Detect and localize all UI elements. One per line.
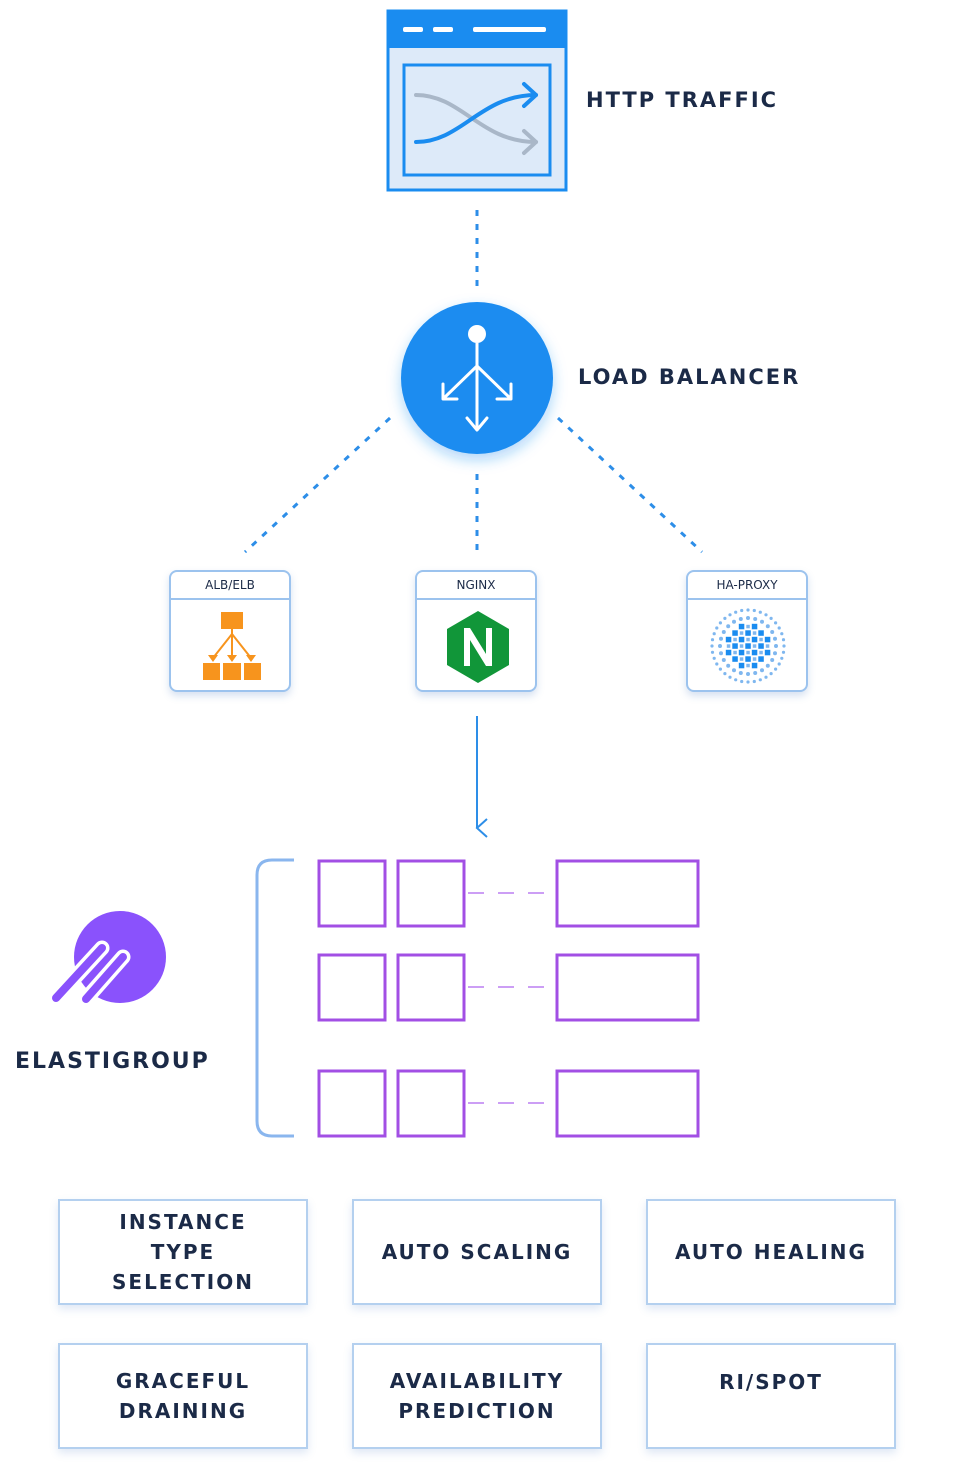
feature-auto-healing: AUTO HEALING bbox=[646, 1199, 896, 1305]
load-balancer-icon bbox=[401, 302, 553, 454]
feature-label: GRACEFUL DRAINING bbox=[115, 1369, 251, 1423]
http-traffic-window-icon bbox=[386, 9, 568, 192]
balancer-card-title: NGINX bbox=[417, 572, 535, 600]
elastigroup-label: ELASTIGROUP bbox=[15, 1049, 210, 1074]
feature-label: AUTO HEALING bbox=[675, 1240, 867, 1264]
nginx-logo-icon bbox=[447, 611, 509, 683]
balancer-card-alb-elb: ALB/ELB bbox=[169, 570, 291, 692]
http-traffic-label: HTTP TRAFFIC bbox=[586, 88, 779, 112]
feature-graceful-draining: GRACEFUL DRAINING bbox=[58, 1343, 308, 1449]
instance-grid bbox=[317, 859, 700, 1138]
feature-availability-prediction: AVAILABILITY PREDICTION bbox=[352, 1343, 602, 1449]
feature-label: AVAILABILITY PREDICTION bbox=[389, 1369, 565, 1423]
elastigroup-logo-icon bbox=[48, 911, 166, 1007]
feature-ri-spot: RI/SPOT bbox=[646, 1343, 896, 1449]
aws-elb-icon bbox=[203, 612, 261, 680]
feature-auto-scaling: AUTO SCALING bbox=[352, 1199, 602, 1305]
elastigroup-bracket bbox=[255, 858, 294, 1138]
balancer-card-title: ALB/ELB bbox=[171, 572, 289, 600]
feature-label: AUTO SCALING bbox=[381, 1240, 573, 1264]
haproxy-logo-icon bbox=[710, 608, 786, 684]
load-balancer-label: LOAD BALANCER bbox=[578, 365, 801, 389]
feature-label: INSTANCE TYPE SELECTION bbox=[112, 1210, 254, 1294]
dotted-connector-lines bbox=[243, 210, 704, 554]
instance-row-dashes bbox=[468, 892, 556, 1104]
feature-instance-type-selection: INSTANCE TYPE SELECTION bbox=[58, 1199, 308, 1305]
balancer-card-ha-proxy: HA-PROXY bbox=[686, 570, 808, 692]
balancer-card-nginx: NGINX bbox=[415, 570, 537, 692]
balancer-card-title: HA-PROXY bbox=[688, 572, 806, 600]
feature-label: RI/SPOT bbox=[719, 1370, 823, 1394]
